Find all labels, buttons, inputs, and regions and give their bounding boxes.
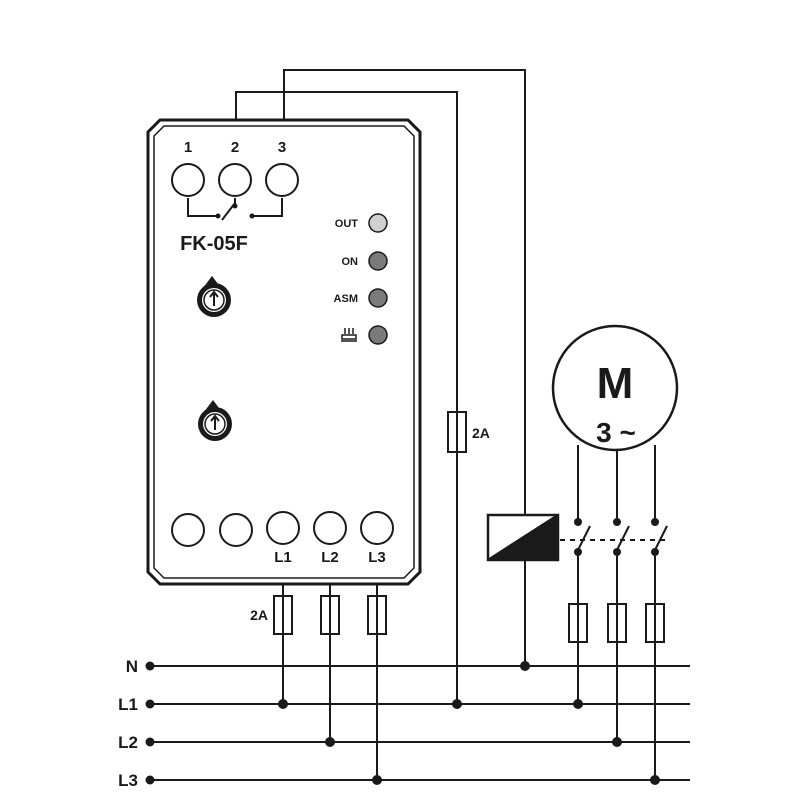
contact-label-1: 1 [184, 139, 192, 156]
indicator-led-asm [368, 288, 388, 308]
heater-icon [341, 328, 357, 342]
device-housing [146, 118, 422, 586]
terminal-l2 [313, 511, 347, 545]
line-label-l1: L1 [118, 695, 138, 714]
supply-lines: N L1 L2 L3 [118, 657, 690, 790]
terminal-1 [171, 163, 205, 197]
contact-label-3: 3 [278, 139, 286, 156]
device-fuses: 2A [250, 584, 387, 785]
terminal-label-l2: L2 [321, 549, 339, 566]
indicator-led-on [368, 251, 388, 271]
coil-fuse-label: 2A [472, 425, 490, 441]
indicator-panel: OUT ON ASM [334, 213, 388, 345]
arrow-knob-icon-top [197, 276, 231, 317]
terminal-label-l1: L1 [274, 549, 292, 566]
terminal-2 [218, 163, 252, 197]
line-label-l3: L3 [118, 771, 138, 790]
relay-contact-symbol [187, 198, 283, 221]
motor: M 3 ~ [551, 324, 679, 452]
contactor-coil [486, 513, 560, 562]
bottom-terminals: L1 L2 L3 [171, 511, 394, 566]
terminal-3 [265, 163, 299, 197]
model-label: FK-05F [180, 233, 248, 255]
contact-label-2: 2 [231, 139, 239, 156]
indicator-label-out: OUT [335, 218, 359, 230]
terminal-l3 [360, 511, 394, 545]
indicator-led-out [368, 213, 388, 233]
motor-label: M [597, 359, 634, 408]
device-fuse-label: 2A [250, 607, 268, 623]
motor-subtitle: 3 ~ [596, 417, 636, 448]
indicator-led-thermal [368, 325, 388, 345]
terminal-label-l3: L3 [368, 549, 386, 566]
contact-terminals: 1 2 3 FK-05F [171, 139, 299, 255]
motor-wiring [560, 445, 668, 785]
indicator-label-asm: ASM [334, 293, 358, 305]
arrow-knob-icon-bottom [198, 400, 232, 441]
line-label-l2: L2 [118, 733, 138, 752]
coil-fuse: 2A [447, 411, 490, 453]
terminal-l1 [266, 511, 300, 545]
line-label-n: N [126, 657, 138, 676]
indicator-label-on: ON [342, 256, 359, 268]
control-wires [235, 69, 530, 709]
